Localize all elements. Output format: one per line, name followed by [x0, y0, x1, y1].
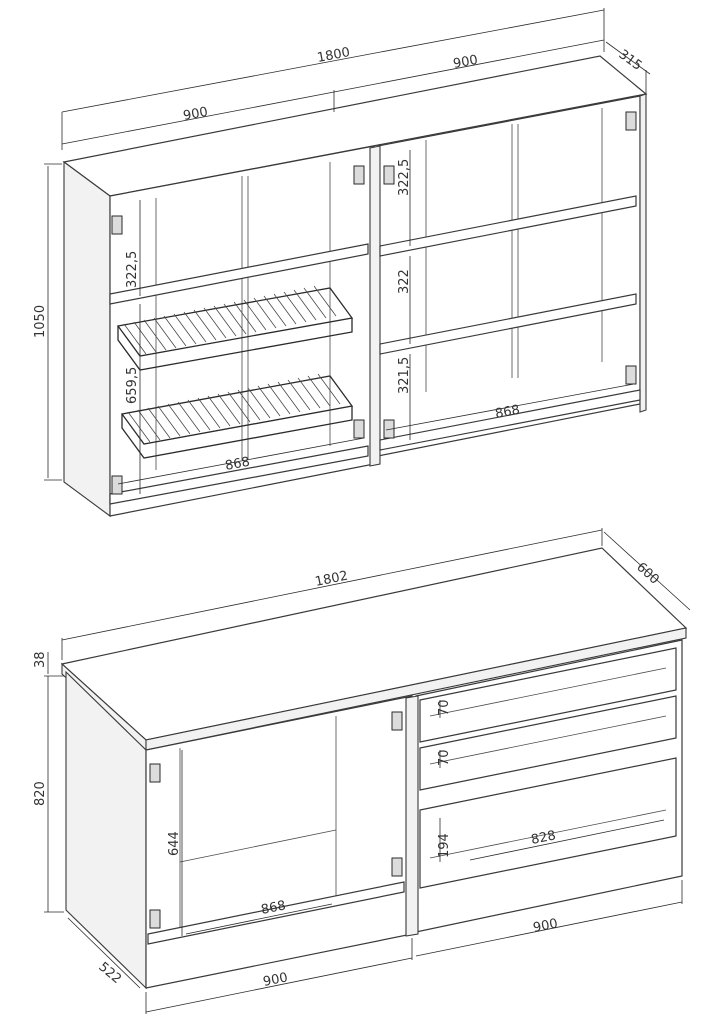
lower-countertop-front-edge	[145, 627, 687, 751]
upper-right-top-compartment-label: 322,5	[397, 159, 412, 196]
lower-left-inner-width-label: 868	[260, 898, 287, 918]
lower-height-label: 820	[33, 781, 48, 806]
lower-top-thickness-label: 38	[33, 651, 48, 668]
upper-right-mid-compartment-label: 322	[397, 269, 412, 294]
upper-left-bottom	[109, 445, 369, 505]
hinge-icon	[353, 419, 365, 439]
upper-left-back	[155, 162, 331, 470]
hinge-icon	[625, 365, 637, 385]
lower-drawer-3	[419, 757, 677, 889]
lower-total-width-label: 1802	[314, 569, 349, 590]
upper-right-bottom	[379, 389, 641, 451]
hinge-icon	[391, 711, 403, 731]
lower-drawer3-height-label: 194	[437, 833, 452, 858]
lower-side-depth-label: 522	[95, 960, 124, 987]
upper-depth-label: 315	[616, 47, 645, 74]
upper-center-divider	[369, 145, 381, 467]
lower-center-divider	[405, 695, 419, 937]
lower-drawer2-height-label: 70	[437, 749, 452, 766]
upper-dimension-lines	[44, 8, 651, 494]
hinge-icon	[111, 475, 123, 495]
lower-left-inner-height-label: 644	[167, 831, 182, 856]
lower-right-width-label: 900	[532, 916, 559, 936]
lower-dimension-lines	[44, 528, 691, 1014]
upper-cabinet: 1800 315 900 900 1050 322,5 659,5 868 32…	[33, 8, 651, 518]
lower-left-width-label: 900	[262, 970, 289, 990]
hinge-icon	[149, 763, 161, 783]
upper-right-inner-width-label: 868	[494, 403, 521, 422]
lower-drawer-inner-width-label: 828	[530, 828, 557, 848]
lower-cabinet: 1802 600 38 820 644 868 900 522 900 70 7…	[33, 528, 691, 1014]
upper-right-back	[425, 108, 603, 392]
lower-drawer-1	[419, 647, 677, 743]
upper-right-shelf-2	[379, 293, 637, 355]
upper-left-rack-compartment-label: 659,5	[125, 367, 140, 404]
upper-right-bottom-compartment-label: 321,5	[397, 357, 412, 394]
hinge-icon	[111, 215, 123, 235]
upper-right-side-panel	[639, 93, 647, 413]
upper-left-side-panel	[63, 160, 111, 518]
lower-left-interior	[179, 716, 337, 936]
lower-drawer-2	[419, 695, 677, 791]
upper-right-shelf-1	[379, 195, 637, 257]
upper-left-top-compartment-label: 322,5	[125, 251, 140, 288]
hinge-icon	[353, 165, 365, 185]
dish-rack-lower	[120, 373, 354, 459]
hinge-icon	[149, 909, 161, 929]
hinge-icon	[625, 111, 637, 131]
upper-left-width-label: 900	[182, 105, 209, 124]
hinge-icon	[391, 857, 403, 877]
hinge-icon	[383, 165, 395, 185]
upper-right-width-label: 900	[452, 53, 479, 72]
upper-left-shelf	[109, 243, 369, 305]
hinge-icon	[383, 419, 395, 439]
upper-total-width-label: 1800	[316, 45, 351, 66]
lower-drawer-rails	[429, 667, 667, 859]
upper-left-inner-width-label: 868	[224, 455, 251, 474]
lower-drawer1-height-label: 70	[437, 699, 452, 716]
upper-height-label: 1050	[33, 305, 48, 338]
